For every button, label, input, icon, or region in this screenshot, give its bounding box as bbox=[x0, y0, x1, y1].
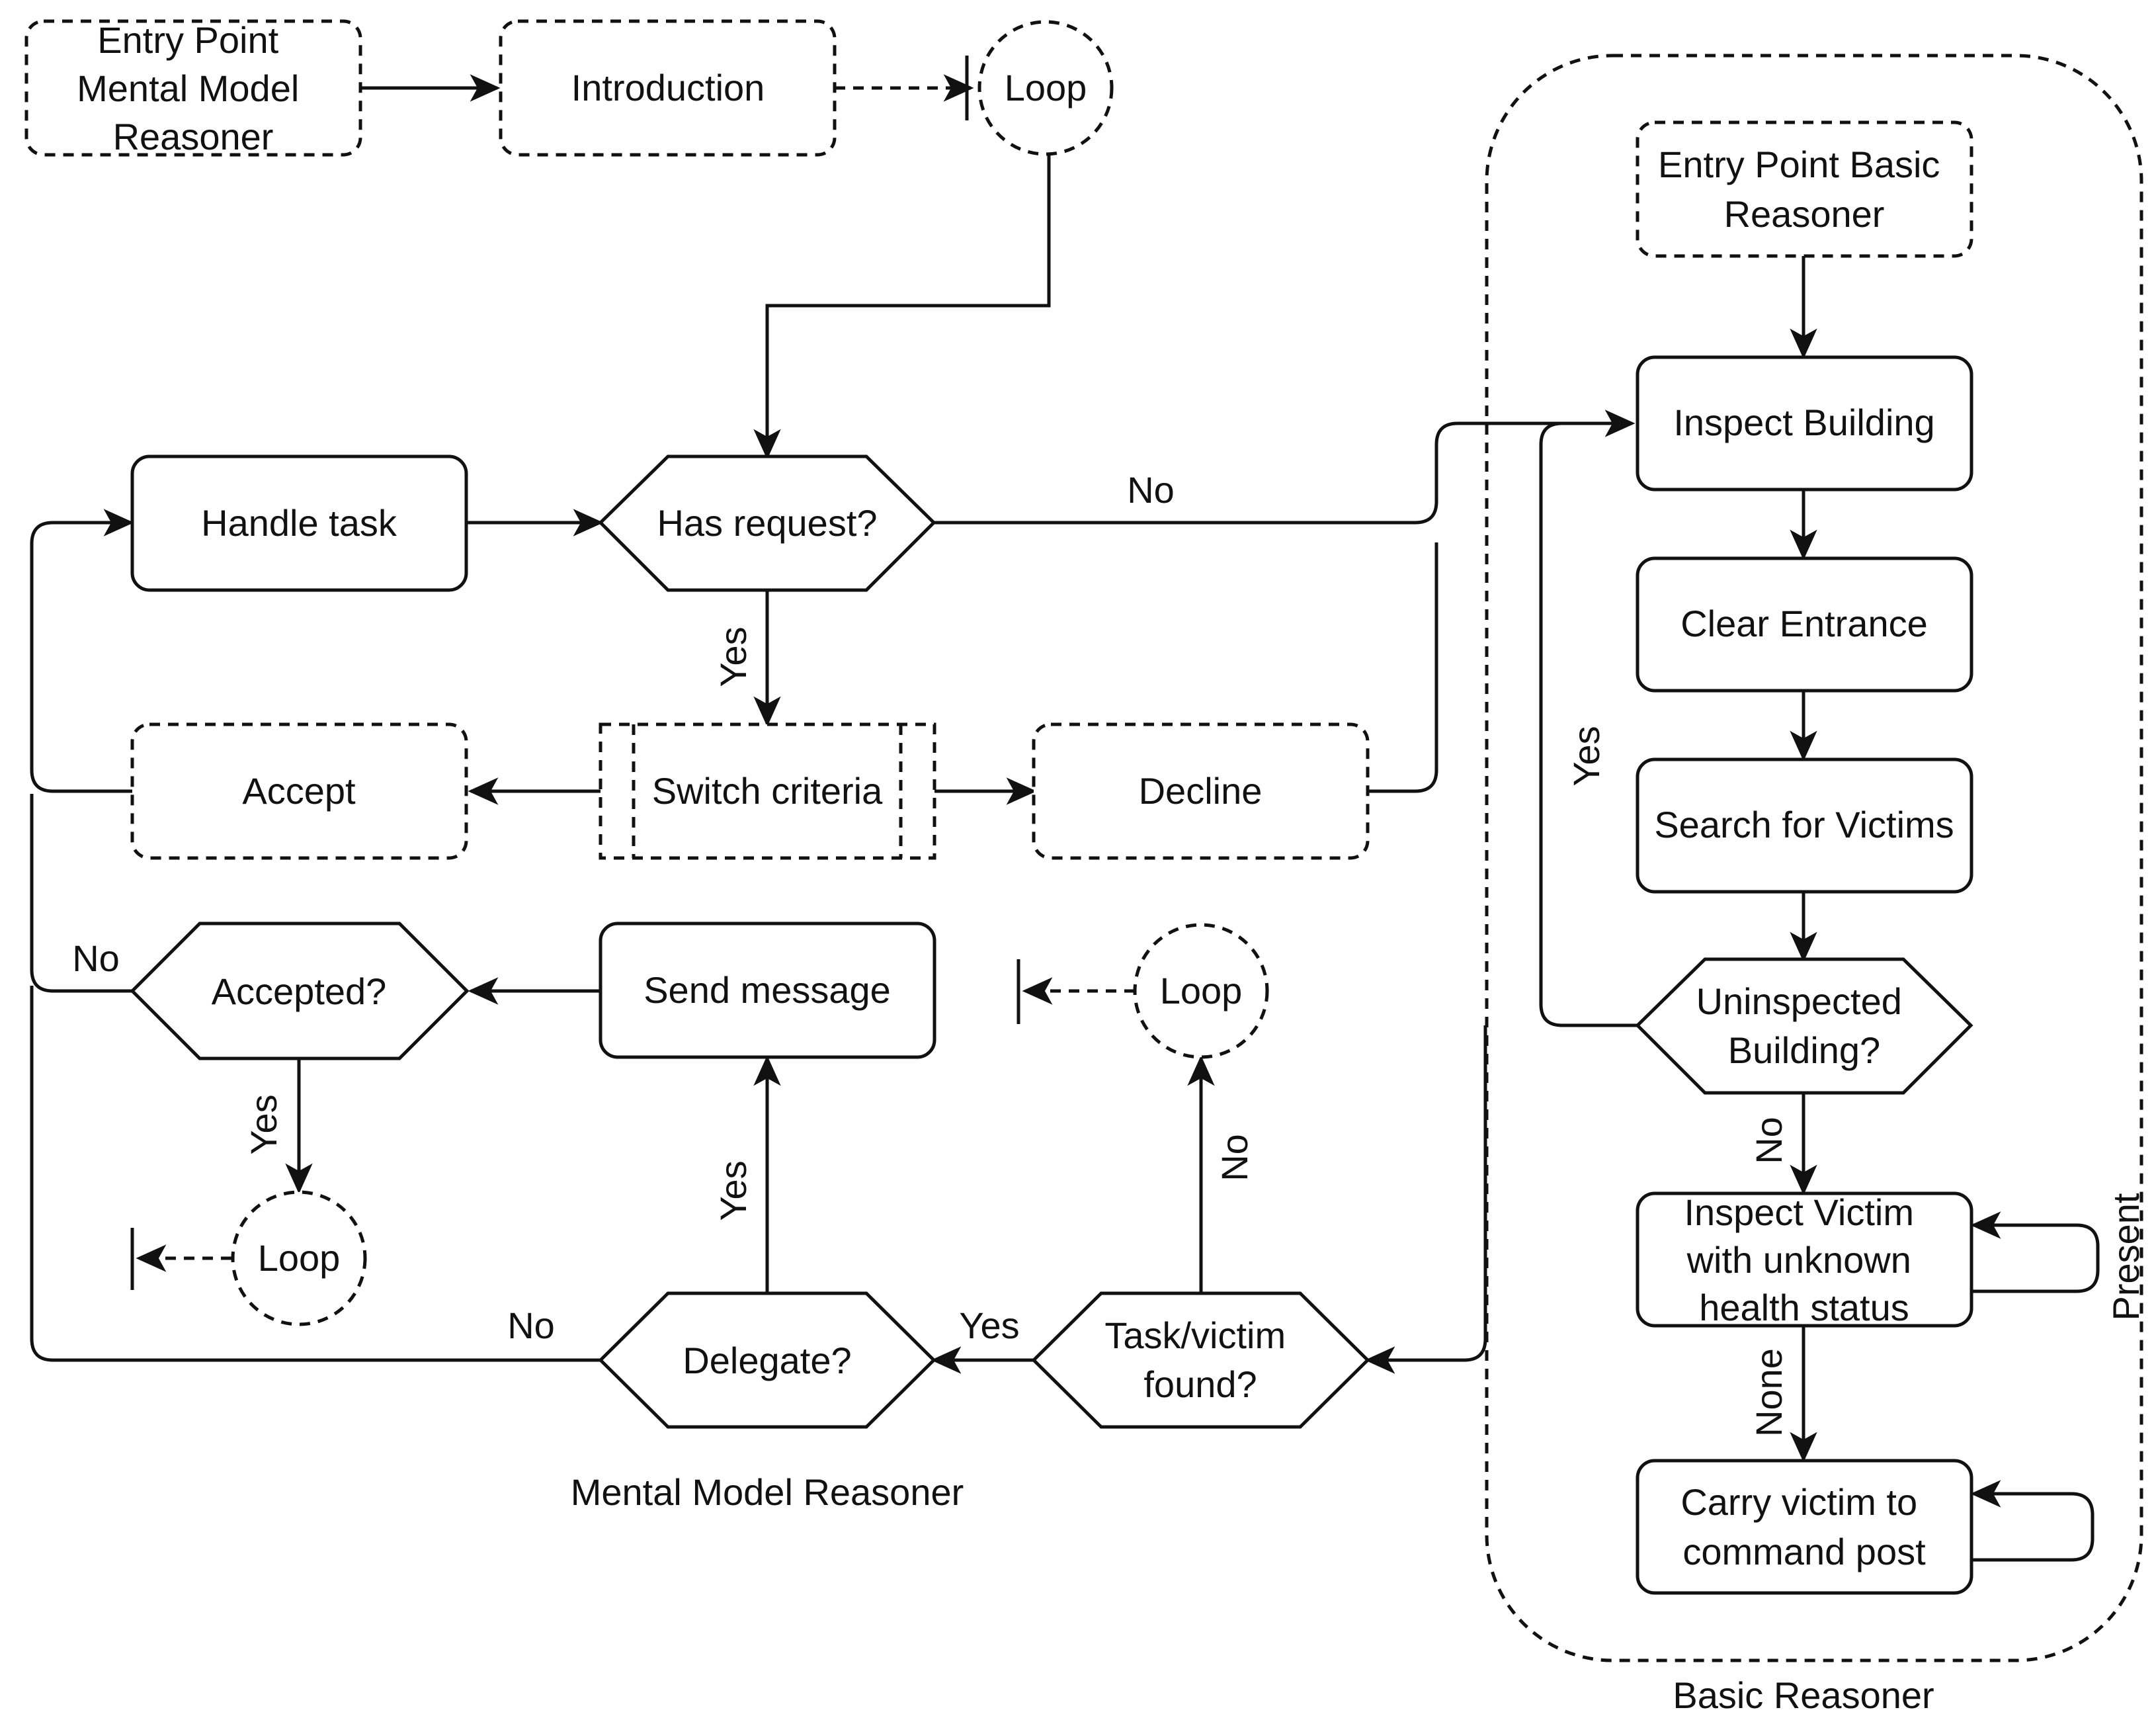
handle-task-label: Handle task bbox=[201, 502, 397, 544]
edge-basic-found bbox=[1364, 1025, 1487, 1374]
switch-criteria-node: Switch criteria bbox=[599, 722, 936, 860]
svg-text:Entry Point Basic Reason: Entry Point Basic Reasoner bbox=[1658, 144, 1950, 235]
label-none: None bbox=[1748, 1348, 1790, 1437]
switch-criteria-label: Switch criteria bbox=[652, 770, 883, 812]
edge-inspectvictim-present bbox=[1969, 1211, 2100, 1293]
entry-point-basic-node: Entry Point Basic Reasoner bbox=[1636, 120, 1973, 258]
search-victims-node: Search for Victims bbox=[1636, 757, 1973, 894]
task-victim-line-1: Task/victim bbox=[1104, 1314, 1286, 1356]
edge-uninspected-yes bbox=[1539, 421, 1638, 1027]
edge-loop-hasrequest bbox=[753, 155, 1051, 460]
svg-text:Task/victim found?: Task/victim found? bbox=[1104, 1314, 1296, 1405]
accepted-node: Accepted? bbox=[130, 922, 470, 1060]
edge-decline-merge bbox=[1368, 542, 1438, 793]
inspect-victim-line-1: Inspect Victim bbox=[1684, 1191, 1914, 1233]
loop-mid-node: Loop bbox=[1133, 923, 1269, 1059]
edge-hasrequest-no bbox=[934, 409, 1636, 525]
label-present: Present bbox=[2105, 1193, 2147, 1320]
entry-mental-line-1: Entry Point bbox=[97, 19, 278, 61]
accept-label: Accept bbox=[242, 770, 356, 812]
inspect-victim-line-2: with unknown bbox=[1686, 1239, 1911, 1281]
inspect-building-label: Inspect Building bbox=[1673, 402, 1934, 443]
label-no-found: No bbox=[1214, 1134, 1255, 1181]
edge-accepted-no bbox=[30, 794, 132, 993]
label-yes-uninspected: Yes bbox=[1565, 726, 1607, 786]
uninspected-line-1: Uninspected bbox=[1696, 980, 1902, 1022]
send-message-label: Send message bbox=[643, 969, 891, 1011]
clear-entrance-node: Clear Entrance bbox=[1636, 556, 1973, 693]
label-yes-delegate: Yes bbox=[712, 1160, 754, 1221]
entry-basic-line-2: Reasoner bbox=[1724, 193, 1885, 235]
basic-reasoner-label: Basic Reasoner bbox=[1673, 1674, 1934, 1716]
svg-text:Entry Point Mental Model: Entry Point Mental Model Reasoner bbox=[77, 19, 310, 157]
loop-top-label: Loop bbox=[1005, 67, 1087, 108]
carry-victim-node: Carry victim to command post bbox=[1636, 1459, 1973, 1595]
loop-mid-label: Loop bbox=[1160, 970, 1243, 1011]
carry-victim-line-2: command post bbox=[1682, 1531, 1926, 1572]
label-yes-found: Yes bbox=[959, 1305, 1019, 1346]
uninspected-line-2: Building? bbox=[1728, 1029, 1880, 1071]
loop-bottom-node: Loop bbox=[231, 1190, 367, 1326]
mental-model-reasoner-label: Mental Model Reasoner bbox=[571, 1471, 964, 1513]
decline-label: Decline bbox=[1139, 770, 1263, 812]
accepted-label: Accepted? bbox=[212, 970, 387, 1012]
inspect-victim-node: Inspect Victim with unknown health statu… bbox=[1636, 1191, 1973, 1328]
svg-text:Inspect Victim with unkn: Inspect Victim with unknown health statu… bbox=[1684, 1191, 1924, 1328]
edge-accept-handle bbox=[30, 509, 134, 793]
delegate-node: Delegate? bbox=[598, 1291, 936, 1429]
introduction-label: Introduction bbox=[571, 67, 765, 108]
label-no-accepted: No bbox=[72, 937, 120, 979]
entry-point-mental-node: Entry Point Mental Model Reasoner bbox=[24, 19, 362, 157]
edge-carry-self bbox=[1969, 1480, 2094, 1562]
entry-mental-line-3: Reasoner bbox=[113, 116, 274, 157]
handle-task-node: Handle task bbox=[130, 454, 468, 592]
label-no-uninspected: No bbox=[1748, 1117, 1790, 1164]
has-request-node: Has request? bbox=[598, 454, 936, 592]
has-request-label: Has request? bbox=[657, 502, 877, 544]
inspect-victim-line-3: health status bbox=[1699, 1287, 1909, 1328]
basic-reasoner-group bbox=[1485, 54, 2143, 1662]
send-message-node: Send message bbox=[599, 922, 936, 1059]
carry-victim-line-1: Carry victim to bbox=[1680, 1481, 1917, 1523]
svg-text:Uninspected Building?: Uninspected Building? bbox=[1696, 980, 1913, 1071]
edge-delegate-no bbox=[30, 986, 601, 1362]
introduction-node: Introduction bbox=[499, 19, 837, 157]
clear-entrance-label: Clear Entrance bbox=[1680, 603, 1928, 644]
label-no-request: No bbox=[1127, 469, 1175, 511]
task-victim-line-2: found? bbox=[1143, 1363, 1257, 1405]
loop-bottom-label: Loop bbox=[258, 1237, 341, 1279]
svg-text:Carry victim to command: Carry victim to command post bbox=[1680, 1481, 1927, 1572]
decline-node: Decline bbox=[1032, 722, 1370, 860]
inspect-building-node: Inspect Building bbox=[1636, 355, 1973, 492]
entry-mental-line-2: Mental Model bbox=[77, 67, 299, 109]
entry-basic-line-1: Entry Point Basic bbox=[1658, 144, 1940, 185]
loop-top-node: Loop bbox=[977, 20, 1114, 156]
search-victims-label: Search for Victims bbox=[1654, 804, 1954, 845]
label-yes-request: Yes bbox=[712, 626, 754, 687]
uninspected-building-node: Uninspected Building? bbox=[1635, 957, 1973, 1095]
label-no-delegate: No bbox=[507, 1305, 555, 1346]
delegate-label: Delegate? bbox=[683, 1340, 851, 1381]
task-victim-node: Task/victim found? bbox=[1031, 1291, 1370, 1429]
accept-node: Accept bbox=[130, 722, 468, 860]
label-yes-accepted: Yes bbox=[243, 1094, 284, 1154]
